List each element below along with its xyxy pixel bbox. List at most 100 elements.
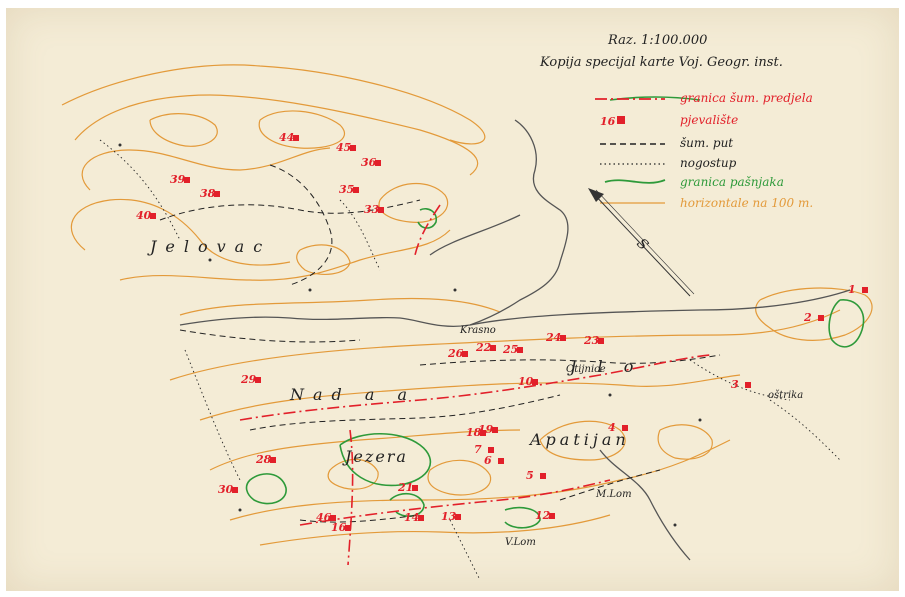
legend-label-pasture: granica pašnjaka: [680, 175, 784, 189]
north-arrow-shaft: [591, 191, 691, 297]
boundary-line: [347, 429, 354, 566]
legend-label-boundary: granica šum. predjela: [680, 91, 813, 105]
legend-symbol-number: 16: [600, 115, 616, 128]
singing-place-number: 16: [331, 521, 347, 534]
river-line: [429, 214, 521, 256]
legend-swatch-singing-place: [617, 116, 625, 124]
contour-line: [179, 297, 501, 316]
singing-place-number: 46: [316, 511, 332, 524]
singing-place-marker: [549, 513, 555, 519]
place-jezera: Jezera: [342, 447, 408, 466]
contour-line: [119, 229, 451, 281]
singing-place-number: 5: [526, 469, 534, 482]
singing-place-marker: [214, 191, 220, 197]
pasture-outline: [389, 492, 425, 517]
singing-place-marker: [745, 382, 751, 388]
singing-place-number: 24: [545, 331, 561, 344]
singing-place-marker: [184, 177, 190, 183]
singing-place-number: 1: [848, 283, 856, 296]
singing-place-marker: [622, 425, 628, 431]
forest-road: [419, 354, 721, 366]
map-sheet: [6, 8, 899, 591]
place-krasno: Krasno: [459, 325, 496, 336]
pasture-outline: [828, 299, 865, 348]
footpath: [449, 519, 481, 581]
singing-place-number: 18: [466, 426, 482, 439]
singing-place-marker: [532, 379, 538, 385]
benchmark-dot: [238, 508, 242, 512]
singing-place-marker: [255, 377, 261, 383]
place-otijnice: Otijnice: [566, 364, 606, 375]
contour-line: [229, 439, 731, 521]
pasture-outline: [339, 432, 432, 487]
benchmark-dot: [453, 288, 457, 292]
singing-place-marker: [330, 515, 336, 521]
benchmark-dot: [698, 418, 702, 422]
forest-road: [249, 394, 561, 431]
singing-place-marker: [498, 458, 504, 464]
north-arrow: S: [588, 188, 695, 297]
river-line: [599, 449, 691, 561]
singing-place-marker: [455, 514, 461, 520]
map-scale: Raz. 1:100.000: [607, 33, 707, 48]
place-ostrika: oštrika: [768, 390, 803, 401]
singing-place-number: 21: [397, 481, 413, 494]
place-vlom: V.Lom: [505, 537, 536, 548]
singing-place-number: 39: [170, 173, 186, 186]
legend-label-contour: horizontale na 100 m.: [680, 196, 813, 210]
benchmark-dot: [208, 258, 212, 262]
singing-place-marker: [480, 430, 486, 436]
benchmark-dot: [673, 523, 677, 527]
singing-place-marker: [270, 457, 276, 463]
singing-place-number: 25: [502, 343, 518, 356]
benchmark-dot: [608, 393, 612, 397]
contour-line: [657, 424, 713, 460]
forest-road: [559, 469, 661, 501]
singing-place-number: 10: [518, 375, 534, 388]
legend-label-road: šum. put: [680, 136, 733, 150]
place-jolo: J l o: [567, 357, 641, 376]
legend: granica šum. predjela 16 pjevalište šum.…: [595, 91, 813, 210]
forest-road: [269, 164, 333, 286]
singing-place-number: 44: [279, 131, 294, 144]
singing-place-marker: [232, 487, 238, 493]
singing-place-number: 36: [361, 156, 377, 169]
contour-line: [169, 309, 841, 381]
footpaths: [99, 139, 841, 581]
singing-place-number: 2: [803, 311, 812, 324]
contour-line: [539, 420, 626, 461]
contour-line: [61, 64, 486, 145]
singing-place-marker: [462, 351, 468, 357]
place-apatijan: Apatijan: [528, 430, 630, 449]
singing-place-marker: [517, 347, 523, 353]
singing-place-marker: [488, 447, 494, 453]
singing-place-number: 4: [608, 421, 616, 434]
contour-line: [199, 374, 741, 421]
contour-line: [81, 147, 331, 191]
pasture-outline: [417, 207, 438, 229]
forest-road: [179, 329, 361, 343]
legend-label-singing-place: pjevalište: [680, 113, 738, 127]
singing-place-number: 30: [218, 483, 234, 496]
singing-place-number: 38: [200, 187, 216, 200]
singing-place-number: 29: [240, 373, 257, 386]
footpath: [184, 349, 241, 481]
place-mlom: M.Lom: [595, 489, 632, 500]
singing-place-marker: [598, 338, 604, 344]
legend-label-footpath: nogostup: [680, 156, 737, 170]
pasture-boundaries: [245, 96, 865, 529]
footpath: [769, 399, 841, 461]
river-line: [469, 289, 851, 326]
river-line: [179, 119, 569, 328]
singing-place-number: 7: [474, 443, 482, 456]
contour-lines: [61, 64, 873, 546]
place-nadasa: Nad a a: [289, 385, 416, 404]
contour-line: [209, 429, 521, 471]
singing-place-number: 6: [484, 454, 492, 467]
contour-line: [74, 94, 479, 176]
singing-place-marker: [492, 427, 498, 433]
singing-place-number: 40: [136, 209, 152, 222]
singing-place-number: 35: [339, 183, 354, 196]
singing-places: 1234567101213141618192122232425262829303…: [136, 131, 868, 534]
